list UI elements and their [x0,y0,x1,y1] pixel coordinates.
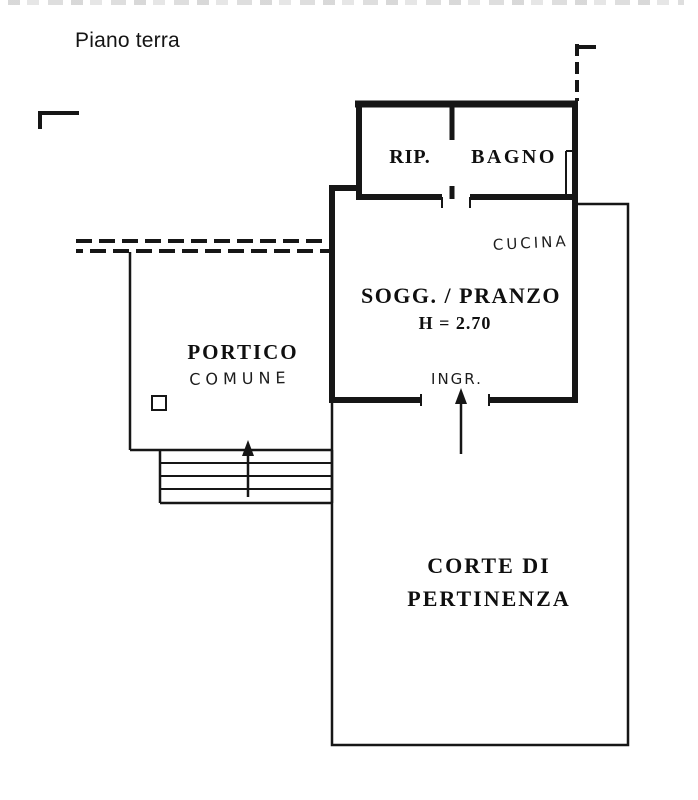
room-label-bagno: BAGNO [471,146,557,168]
stairs-arrow-head [242,440,254,456]
room-label-portico: PORTICO [187,340,298,364]
stairs-treads [160,462,332,490]
scan-artifact [8,0,684,5]
corte-boundary [330,202,630,747]
portico-pillar [151,395,167,411]
room-label-rip: RIP. [389,146,431,168]
room-label-ingresso: INGR. [431,370,483,388]
wall-details [420,150,572,406]
stairs-direction-arrow [242,440,254,497]
bagno-window-detail [565,150,572,197]
door-jambs [420,197,490,406]
stairs [158,450,334,505]
room-label-comune: COMUNE [189,368,291,389]
page-title: Piano terra [75,29,180,52]
building-walls [329,100,578,403]
dashed-boundaries [38,44,596,253]
portico-structure [128,252,332,452]
room-label-cucina: CUCINA [492,232,569,254]
room-labels: RIP. BAGNO CUCINA SOGG. / PRANZO H = 2.7… [187,146,570,611]
corner-bracket-top-left [38,111,79,129]
entrance-arrow-head [455,388,467,404]
entrance-arrow [455,388,467,454]
room-label-corte-line1: CORTE DI [427,553,550,578]
room-label-corte-line2: PERTINENZA [407,586,570,611]
room-label-soggiorno: SOGG. / PRANZO [361,283,561,308]
room-height-note: H = 2.70 [419,313,492,333]
